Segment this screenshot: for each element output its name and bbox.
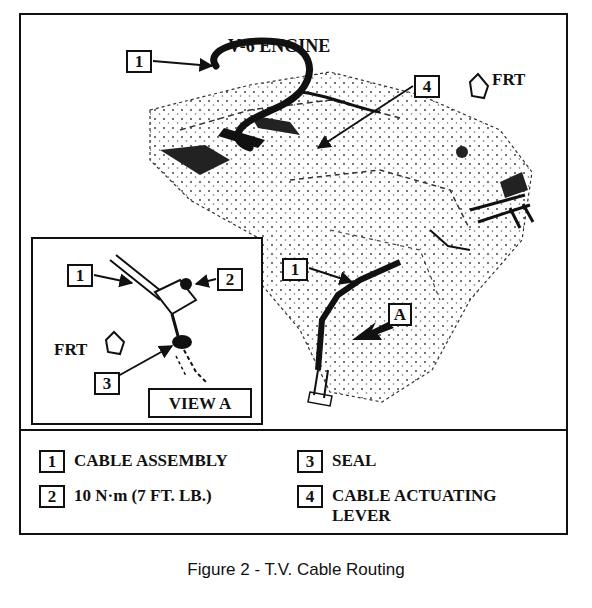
key-number: 3 bbox=[297, 450, 323, 473]
callout-number: 2 bbox=[217, 268, 243, 291]
front-arrow bbox=[470, 74, 488, 98]
view-title: VIEW A bbox=[148, 388, 252, 418]
key-number: 1 bbox=[39, 450, 65, 473]
frame bbox=[20, 14, 567, 534]
box-text: 1 bbox=[76, 267, 85, 284]
key-text: CABLE ACTUATING LEVER bbox=[332, 486, 497, 525]
key-number: 2 bbox=[39, 485, 65, 508]
box-text: 3 bbox=[103, 375, 112, 392]
front-label: FRT bbox=[54, 340, 87, 360]
box-text: VIEW A bbox=[169, 395, 232, 412]
caption: Figure 2 - T.V. Cable Routing bbox=[187, 560, 404, 579]
engine-label: V-6 ENGINE bbox=[228, 36, 330, 56]
key-divider bbox=[20, 429, 567, 431]
key-number: 4 bbox=[297, 485, 323, 508]
front-label: FRT bbox=[492, 70, 525, 90]
key-text: CABLE ACTUATING LEVER bbox=[332, 486, 532, 527]
box-text: 2 bbox=[226, 271, 235, 288]
front-label: FRT bbox=[492, 70, 525, 89]
cable-upper-end bbox=[300, 92, 380, 112]
key-text: CABLE ASSEMBLY bbox=[74, 451, 228, 471]
cable-upper bbox=[214, 41, 310, 148]
front-label: FRT bbox=[54, 340, 87, 359]
view-letter: A bbox=[388, 303, 412, 326]
front-arrow bbox=[106, 332, 124, 354]
box-text: 4 bbox=[423, 78, 432, 95]
callout-number: 4 bbox=[414, 75, 440, 98]
box-text: 1 bbox=[48, 453, 57, 470]
key-text: 10 N·m (7 FT. LB.) bbox=[74, 486, 212, 505]
caption-box: Figure 2 - T.V. Cable Routing bbox=[0, 560, 592, 580]
view-a-detail bbox=[110, 255, 206, 382]
inset-frame bbox=[32, 238, 262, 424]
box-text: 1 bbox=[291, 261, 300, 278]
key-text: 10 N·m (7 FT. LB.) bbox=[74, 486, 212, 506]
callout-number: 1 bbox=[282, 258, 308, 281]
callout-number: 1 bbox=[67, 264, 93, 287]
key-text: SEAL bbox=[332, 451, 376, 471]
box-text: 1 bbox=[135, 53, 144, 70]
box-text: 2 bbox=[48, 488, 57, 505]
callout-number: 3 bbox=[94, 372, 120, 395]
box-text: 4 bbox=[306, 488, 315, 505]
key-text: SEAL bbox=[332, 451, 376, 470]
box-text: A bbox=[394, 306, 406, 323]
box-text: 3 bbox=[306, 453, 315, 470]
key-text: CABLE ASSEMBLY bbox=[74, 451, 228, 470]
callout-number: 1 bbox=[126, 50, 152, 73]
engine-label: V-6 ENGINE bbox=[228, 36, 330, 58]
